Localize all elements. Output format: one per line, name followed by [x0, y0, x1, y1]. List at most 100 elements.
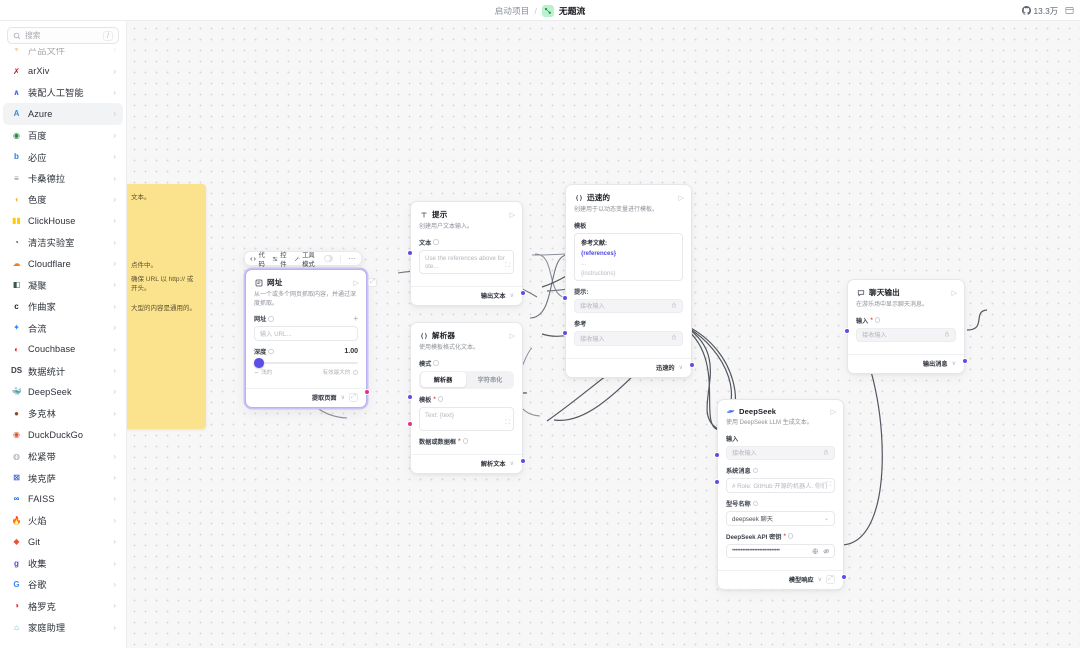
- node-url[interactable]: 网址 ▷ 从一个或多个网页抓取内容，并通过深度抓取。 网址 + 输入 URL..…: [245, 269, 377, 409]
- sticky-note[interactable]: 文本。 点件中。 确保 URL 以 http:// 或开头。 大型的内容是通用的…: [127, 184, 206, 429]
- node-url-run-icon[interactable]: ▷: [353, 279, 359, 287]
- breadcrumb-project[interactable]: 启动项目: [494, 5, 530, 16]
- port-deepseek-input[interactable]: [714, 452, 720, 458]
- node-prompt-run-icon[interactable]: ▷: [678, 194, 684, 202]
- chevron-right-icon[interactable]: ›: [113, 152, 116, 162]
- node-chat-output[interactable]: 聊天输出 ▷ 在游乐场中显示聊天消息。 输入 * 接收输入: [844, 279, 968, 375]
- mode-option-parser[interactable]: 解析器: [420, 372, 466, 388]
- chevron-down-icon[interactable]: ∨: [817, 577, 822, 584]
- node-prompt[interactable]: 迅速的 ▷ 创建用于以动态变量进行模板。 模板 参考文献: {reference…: [562, 184, 695, 378]
- chevron-right-icon[interactable]: ›: [113, 48, 116, 55]
- chevron-right-icon[interactable]: ›: [113, 558, 116, 568]
- chevron-right-icon[interactable]: ›: [113, 301, 116, 311]
- chevron-right-icon[interactable]: ›: [113, 109, 116, 119]
- chevron-down-icon[interactable]: ∨: [951, 361, 956, 368]
- sidebar-item-27[interactable]: ⌂家庭助理›: [3, 617, 123, 638]
- chevron-right-icon[interactable]: ›: [113, 280, 116, 290]
- chevron-right-icon[interactable]: ›: [113, 622, 116, 632]
- sidebar-item-18[interactable]: ◉DuckDuckGo›: [3, 424, 123, 445]
- sidebar-item-13[interactable]: ✦合流›: [3, 317, 123, 338]
- mode-segmented-control[interactable]: 解析器 字符串化: [419, 370, 514, 389]
- prompt-template-box[interactable]: 参考文献: {references} ... {instructions}: [574, 232, 683, 281]
- sidebar-item-19[interactable]: ◍松紧带›: [3, 445, 123, 466]
- template-textarea[interactable]: Text: {text} ⛶: [419, 406, 514, 431]
- sidebar-item-20[interactable]: ⊠埃克萨›: [3, 467, 123, 488]
- chevron-right-icon[interactable]: ›: [113, 537, 116, 547]
- port-prompt-output[interactable]: [689, 361, 695, 368]
- sidebar-item-11[interactable]: ◧凝聚›: [3, 274, 123, 295]
- prompt-tip-input[interactable]: 接收输入: [574, 298, 683, 314]
- info-icon[interactable]: [787, 533, 794, 539]
- chevron-right-icon[interactable]: ›: [113, 173, 116, 183]
- port-chat-output-input[interactable]: [844, 328, 850, 334]
- toolbar-toolmode-button[interactable]: 工具模式: [294, 250, 317, 268]
- info-icon[interactable]: [752, 500, 759, 507]
- port-prompt-tip-output[interactable]: [520, 289, 526, 296]
- sidebar-item-7[interactable]: ◖色度›: [3, 189, 123, 210]
- port-parser-output[interactable]: [520, 457, 526, 464]
- port-prompt-tip-in[interactable]: [562, 295, 568, 301]
- chevron-right-icon[interactable]: ›: [113, 451, 116, 461]
- toolmode-toggle[interactable]: [323, 254, 334, 263]
- info-icon[interactable]: [268, 316, 274, 322]
- sidebar-item-14[interactable]: ◐Couchbase›: [3, 338, 123, 359]
- toolbar-code-button[interactable]: 代码: [250, 250, 265, 268]
- port-deepseek-system-in[interactable]: [714, 479, 720, 485]
- chevron-right-icon[interactable]: ›: [113, 601, 116, 611]
- chevron-down-icon[interactable]: ∨: [509, 292, 514, 299]
- node-url-side-button[interactable]: ⤢: [368, 278, 377, 287]
- sidebar-item-2[interactable]: ∧装配人工智能›: [3, 82, 123, 103]
- mode-option-stringify[interactable]: 字符串化: [477, 377, 503, 385]
- port-url-output[interactable]: [364, 389, 370, 396]
- chat-output-input[interactable]: 接收输入: [856, 327, 956, 343]
- port-deepseek-output[interactable]: [841, 574, 847, 581]
- chevron-right-icon[interactable]: ›: [113, 579, 116, 589]
- expand-icon[interactable]: ⛶: [505, 418, 510, 426]
- info-icon[interactable]: [462, 438, 469, 444]
- chevron-right-icon[interactable]: ›: [113, 408, 116, 418]
- chevron-right-icon[interactable]: ›: [113, 216, 116, 226]
- chevron-right-icon[interactable]: ›: [113, 323, 116, 333]
- chevron-right-icon[interactable]: ›: [113, 194, 116, 204]
- node-floating-toolbar[interactable]: 代码 控件 工具模式 ⋯: [244, 250, 362, 268]
- chevron-right-icon[interactable]: ›: [113, 387, 116, 397]
- node-prompt-tip-run-icon[interactable]: ▷: [509, 211, 515, 219]
- url-input[interactable]: 输入 URL...: [254, 326, 358, 341]
- sidebar-item-9[interactable]: ◔清洁实验室›: [3, 232, 123, 253]
- sidebar-item-6[interactable]: ≡卡桑德拉›: [3, 167, 123, 188]
- info-icon[interactable]: [752, 467, 759, 474]
- model-name-select[interactable]: deepseek 聊天 ⌄: [726, 511, 835, 526]
- search-input[interactable]: [25, 31, 99, 40]
- search-box[interactable]: /: [7, 27, 119, 44]
- expand-icon[interactable]: ⛶: [826, 481, 831, 489]
- sidebar-item-10[interactable]: ☁Cloudflare›: [3, 253, 123, 274]
- sidebar-item-16[interactable]: 🐳DeepSeek›: [3, 381, 123, 402]
- chevron-down-icon[interactable]: ∨: [509, 460, 514, 467]
- depth-slider-track[interactable]: [254, 358, 358, 368]
- depth-slider-knob[interactable]: [254, 358, 264, 368]
- chevron-right-icon[interactable]: ›: [113, 66, 116, 76]
- info-icon[interactable]: [874, 317, 881, 323]
- text-textarea[interactable]: Use the references above for ste... ⛶: [419, 249, 514, 274]
- chevron-right-icon[interactable]: ›: [113, 473, 116, 482]
- chevron-right-icon[interactable]: ›: [113, 366, 116, 376]
- add-url-button[interactable]: +: [353, 313, 358, 323]
- references-input[interactable]: 接收输入: [574, 331, 683, 346]
- port-prompt-references-in[interactable]: [562, 330, 568, 336]
- port-chat-output-out[interactable]: [962, 358, 968, 365]
- chevron-right-icon[interactable]: ›: [113, 494, 116, 504]
- expand-icon[interactable]: ⛶: [505, 261, 510, 269]
- sidebar-item-0[interactable]: ✦产品文件›: [3, 48, 123, 60]
- sidebar-item-4[interactable]: ◉百度›: [3, 125, 123, 146]
- ds-input[interactable]: 接收输入: [726, 445, 835, 461]
- chevron-down-icon[interactable]: ∨: [678, 364, 683, 371]
- info-icon[interactable]: [433, 239, 439, 245]
- node-parser[interactable]: 解析器 ▷ 使用模板格式化文本。 模式 解析器 字符串化: [407, 322, 526, 474]
- system-message-textarea[interactable]: # Role: GitHub 开源的机器人. 你们 ... ⛶: [726, 478, 835, 494]
